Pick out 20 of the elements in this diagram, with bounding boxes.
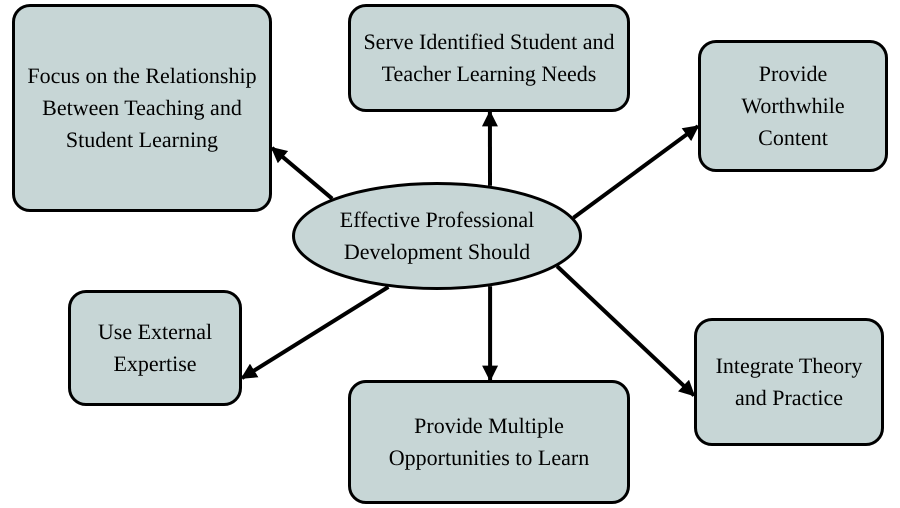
arrow	[240, 285, 390, 380]
node-text: Effective Professional Development Should	[338, 206, 536, 266]
topic-box	[698, 40, 888, 172]
arrow	[482, 110, 498, 186]
node-text: Integrate Theory and Practice	[714, 352, 864, 412]
node-text: Provide Worthwhile Content	[740, 60, 846, 152]
arrow	[270, 146, 334, 200]
topic-box	[348, 380, 630, 504]
node-text: Focus on the Relationship Between Teaching and Student Learning	[26, 62, 258, 154]
topic-box	[12, 4, 272, 212]
topic-box	[68, 290, 242, 406]
topic-box	[694, 318, 884, 446]
center-ellipse	[292, 182, 582, 290]
arrow	[482, 286, 498, 382]
topic-box	[348, 4, 630, 112]
node-text: Serve Identified Student and Teacher Learning Needs	[362, 28, 616, 88]
arrow	[572, 124, 700, 220]
node-text: Provide Multiple Opportunities to Learn	[388, 412, 590, 472]
node-text: Use External Expertise	[96, 318, 214, 378]
arrow	[556, 264, 696, 397]
